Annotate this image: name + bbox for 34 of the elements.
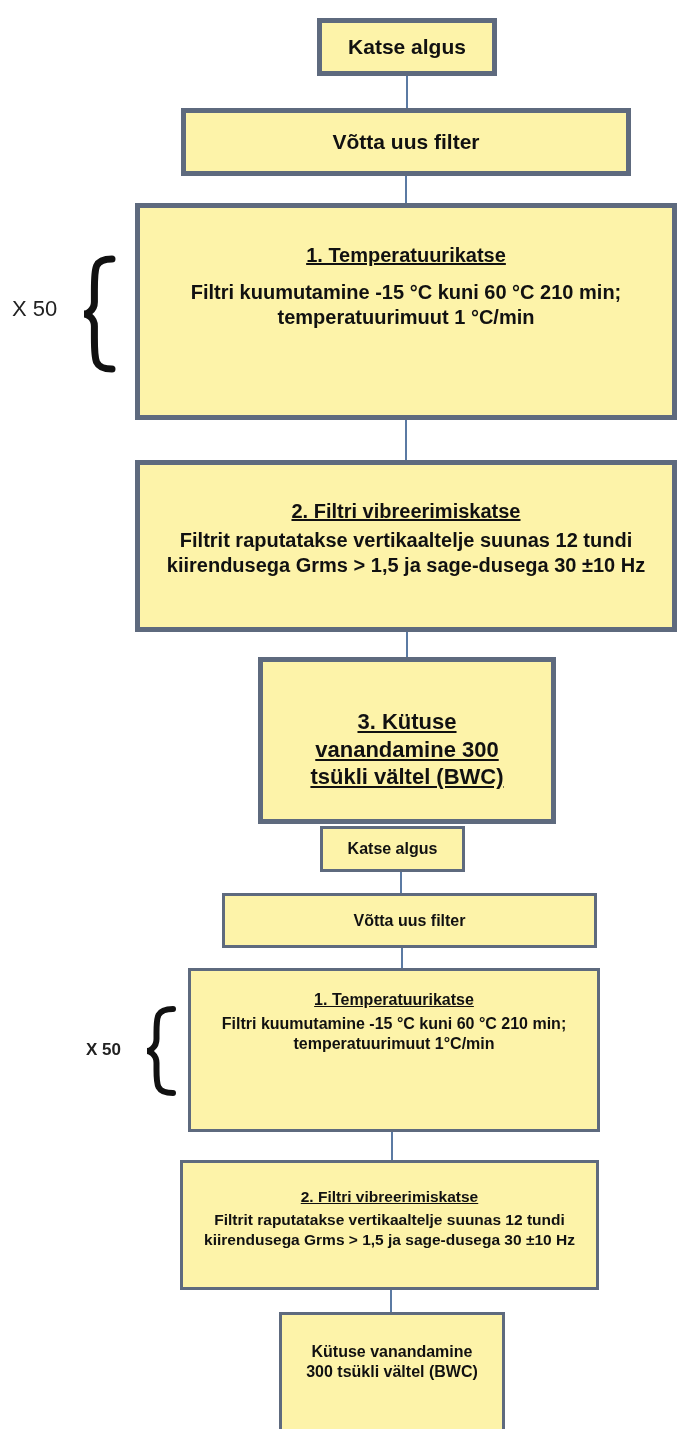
connector-line: [401, 947, 403, 969]
step-text: Filtri kuumutamine -15 °C kuni 60 °C 210 min; temperatuurimuut 1 °C/min: [189, 280, 623, 330]
step-text: Katse algus: [347, 839, 438, 859]
process-box: [135, 203, 677, 420]
connector-line: [405, 175, 407, 204]
repeat-count-label: X 50: [12, 296, 58, 322]
connector-line: [391, 1131, 393, 1161]
process-box: [258, 657, 556, 824]
step-heading: 1. Temperatuurikatse: [314, 990, 474, 1010]
step-text: Filtrit raputatakse vertikaaltelje suunas 12 tundi kiirendusega Grms > 1,5 ja sage-dusega 30 ±10 Hz: [165, 527, 647, 578]
step-heading: 2. Filtri vibreerimiskatse: [291, 498, 521, 524]
step-text: Filtri kuumutamine -15 °C kuni 60 °C 210 min; temperatuurimuut 1°C/min: [220, 1014, 568, 1054]
step-heading: 3. Kütuse vanandamine 300 tsükli vältel (BWC): [309, 708, 505, 791]
step-heading: 2. Filtri vibreerimiskatse: [300, 1186, 479, 1207]
step-heading: 1. Temperatuurikatse: [306, 243, 506, 268]
connector-line: [390, 1289, 392, 1313]
step-text: Filtrit raputatakse vertikaaltelje suunas 12 tundi kiirendusega Grms > 1,5 ja sage-dusega 30 ±10 Hz: [203, 1210, 576, 1250]
process-box: [181, 108, 631, 176]
process-box: [279, 1312, 505, 1429]
connector-line: [405, 419, 407, 461]
repeat-count-label: X 50: [86, 1040, 121, 1060]
step-text: Katse algus: [348, 33, 466, 60]
process-box: [222, 893, 597, 948]
process-box: [188, 968, 600, 1132]
process-box: [180, 1160, 599, 1290]
process-box: [317, 18, 497, 76]
connector-line: [406, 75, 408, 109]
step-text: Võtta uus filter: [353, 910, 466, 931]
step-text: Kütuse vanandamine 300 tsükli vältel (BWC): [305, 1342, 479, 1382]
process-box: [320, 826, 465, 872]
process-box: [135, 460, 677, 632]
connector-line: [406, 631, 408, 658]
connector-line: [400, 871, 402, 894]
step-text: Võtta uus filter: [332, 128, 480, 155]
